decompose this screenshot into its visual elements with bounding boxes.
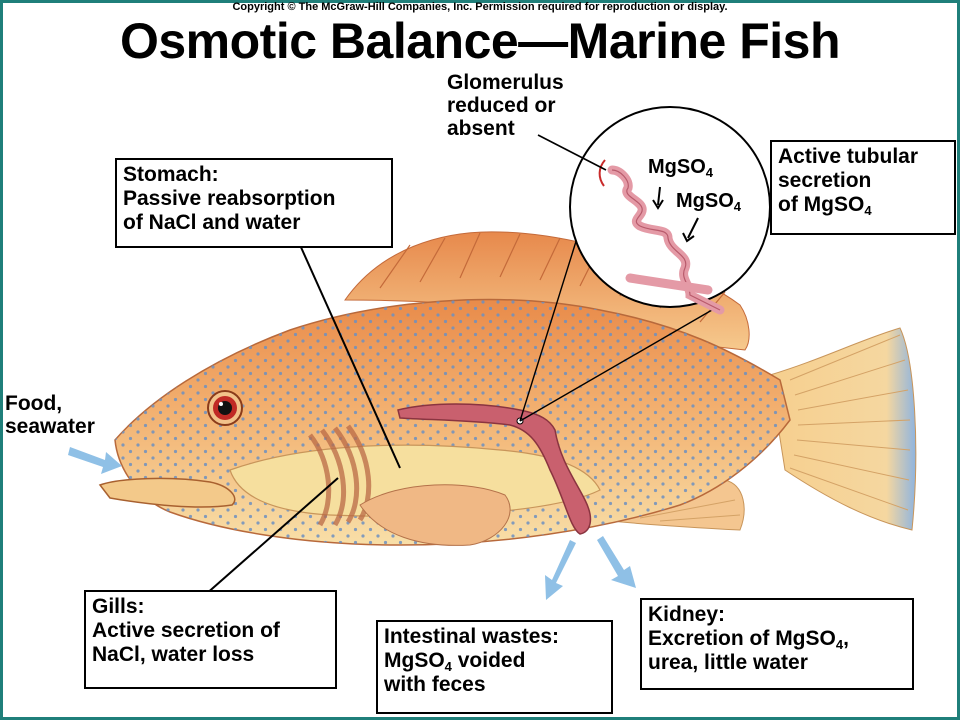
kidney-box: Kidney: Excretion of MgSO4, urea, little… [640, 598, 914, 690]
eye [207, 390, 243, 426]
flow-arrows [68, 447, 636, 600]
zoom-line-b [519, 309, 713, 422]
glomerulus-label: Glomerulus reduced or absent [447, 71, 564, 140]
mgso4-arrow-a [657, 186, 661, 206]
glomerulus-pointer [537, 134, 607, 171]
gills [308, 424, 372, 527]
copyright-notice: Copyright © The McGraw-Hill Companies, I… [232, 1, 728, 13]
mgso4-label-a: MgSO4 [648, 156, 714, 180]
mgso4-label-b: MgSO4 [676, 190, 742, 214]
food-seawater-label: Food, seawater [5, 392, 95, 438]
page-title: Osmotic Balance—Marine Fish [119, 13, 841, 69]
tail-fin [769, 327, 917, 531]
mouth [98, 477, 236, 508]
mgso4-arrow-b [687, 217, 699, 239]
stomach-box: Stomach: Passive reabsorption of NaCl an… [115, 158, 393, 248]
stomach-leader [299, 244, 401, 469]
tubular-secretion-box: Active tubular secretion of MgSO4 [770, 140, 956, 235]
gills-box: Gills: Active secretion of NaCl, water l… [84, 590, 337, 689]
nephron-tubule [598, 159, 725, 315]
pectoral-fin [359, 484, 511, 546]
gills-leader [204, 477, 339, 596]
intestinal-wastes-box: Intestinal wastes: MgSO4 voided with fec… [376, 620, 613, 714]
